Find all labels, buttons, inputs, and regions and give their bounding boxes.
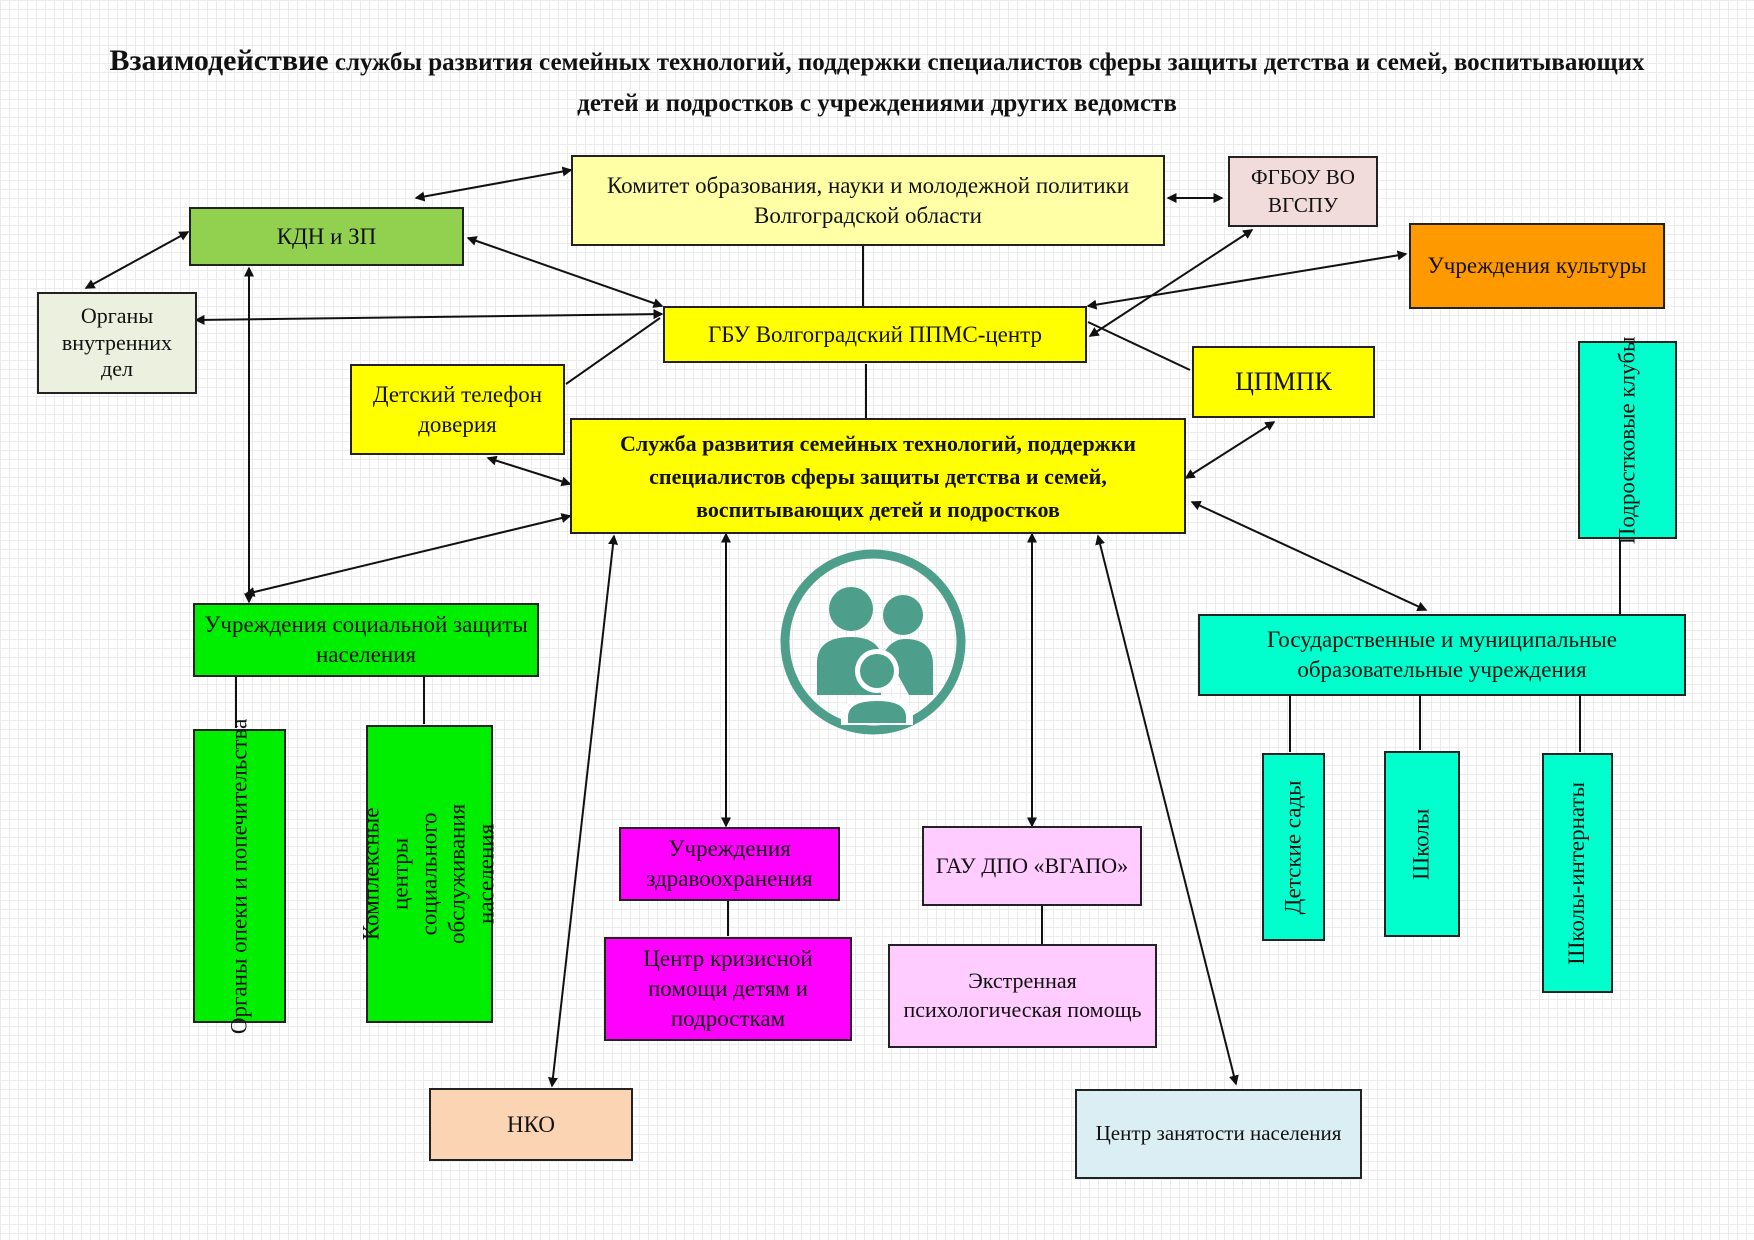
- arrow-kdn-komitet: [414, 166, 573, 202]
- node-zdrav: Учреждения здравоохранения: [619, 827, 840, 901]
- arrow-social-main: [244, 513, 572, 597]
- node-internaty-label: Школы-интернаты: [1564, 781, 1590, 965]
- node-opeka: Органы опеки и попечительства: [193, 718, 286, 1034]
- arrow-main-cpmpk: [1184, 421, 1276, 479]
- node-sady-label: Детские сады: [1280, 779, 1306, 915]
- node-fgbou: ФГБОУ ВО ВГСПУ: [1228, 156, 1378, 227]
- node-socialnaya: Учреждения социальной защиты населения: [193, 603, 539, 677]
- arrow-ovd-gbu: [194, 309, 664, 325]
- node-komitet: Комитет образования, науки и молодежной …: [571, 155, 1165, 246]
- title-lead: Взаимодействие: [109, 44, 329, 77]
- node-gos-obr: Государственные и муниципальные образова…: [1198, 614, 1686, 696]
- node-ovd: Органы внутренних дел: [37, 292, 197, 394]
- node-kompleksnye-label: Комплексные центры социального обслужива…: [358, 803, 499, 945]
- node-shkoly: Школы: [1384, 751, 1460, 937]
- node-main: Служба развития семейных технологий, под…: [570, 418, 1186, 534]
- node-opeka-label: Органы опеки и попечительства: [226, 718, 252, 1034]
- node-sady: Детские сады: [1262, 753, 1325, 941]
- node-vgapo: ГАУ ДПО «ВГАПО»: [922, 826, 1142, 906]
- arrow-kdn-gbu: [466, 236, 664, 308]
- node-podrostkovye: Подростковые клубы: [1578, 336, 1677, 544]
- arrow-ovd-kdn: [84, 231, 190, 289]
- node-ekstren: Экстренная психологическая помощь: [888, 944, 1157, 1048]
- title-rest: службы развития семейных технологий, под…: [334, 49, 1645, 117]
- node-kultura: Учреждения культуры: [1409, 223, 1665, 309]
- node-kompleksnye: Комплексные центры социального обслужива…: [359, 725, 499, 1023]
- node-shkoly-label: Школы: [1408, 808, 1434, 880]
- arrow-gbu-kultura: [1086, 250, 1408, 310]
- link-telefon-gbu: [565, 317, 661, 385]
- arrow-main-gos: [1190, 501, 1428, 611]
- node-kdn: КДН и ЗП: [189, 207, 464, 266]
- node-gbu: ГБУ Волгоградский ППМС-центр: [663, 306, 1087, 363]
- node-telefon: Детский телефон доверия: [350, 364, 565, 455]
- family-icon: [773, 545, 973, 740]
- node-zanyatost: Центр занятости населения: [1075, 1089, 1362, 1179]
- link-gbu-cpmpk: [1087, 321, 1191, 371]
- diagram-title: Взаимодействие службы развития семейных …: [100, 40, 1654, 124]
- node-internaty: Школы-интернаты: [1542, 753, 1613, 993]
- arrow-main-nko: [547, 534, 619, 1088]
- node-cpmpk: ЦПМПК: [1192, 346, 1375, 418]
- node-podrostkovye-label: Подростковые клубы: [1614, 336, 1640, 544]
- arrow-main-zanyatost: [1095, 534, 1239, 1086]
- arrow-telefon-main: [486, 455, 572, 487]
- node-krizis: Центр кризисной помощи детям и подростка…: [604, 937, 852, 1041]
- node-nko: НКО: [429, 1088, 633, 1161]
